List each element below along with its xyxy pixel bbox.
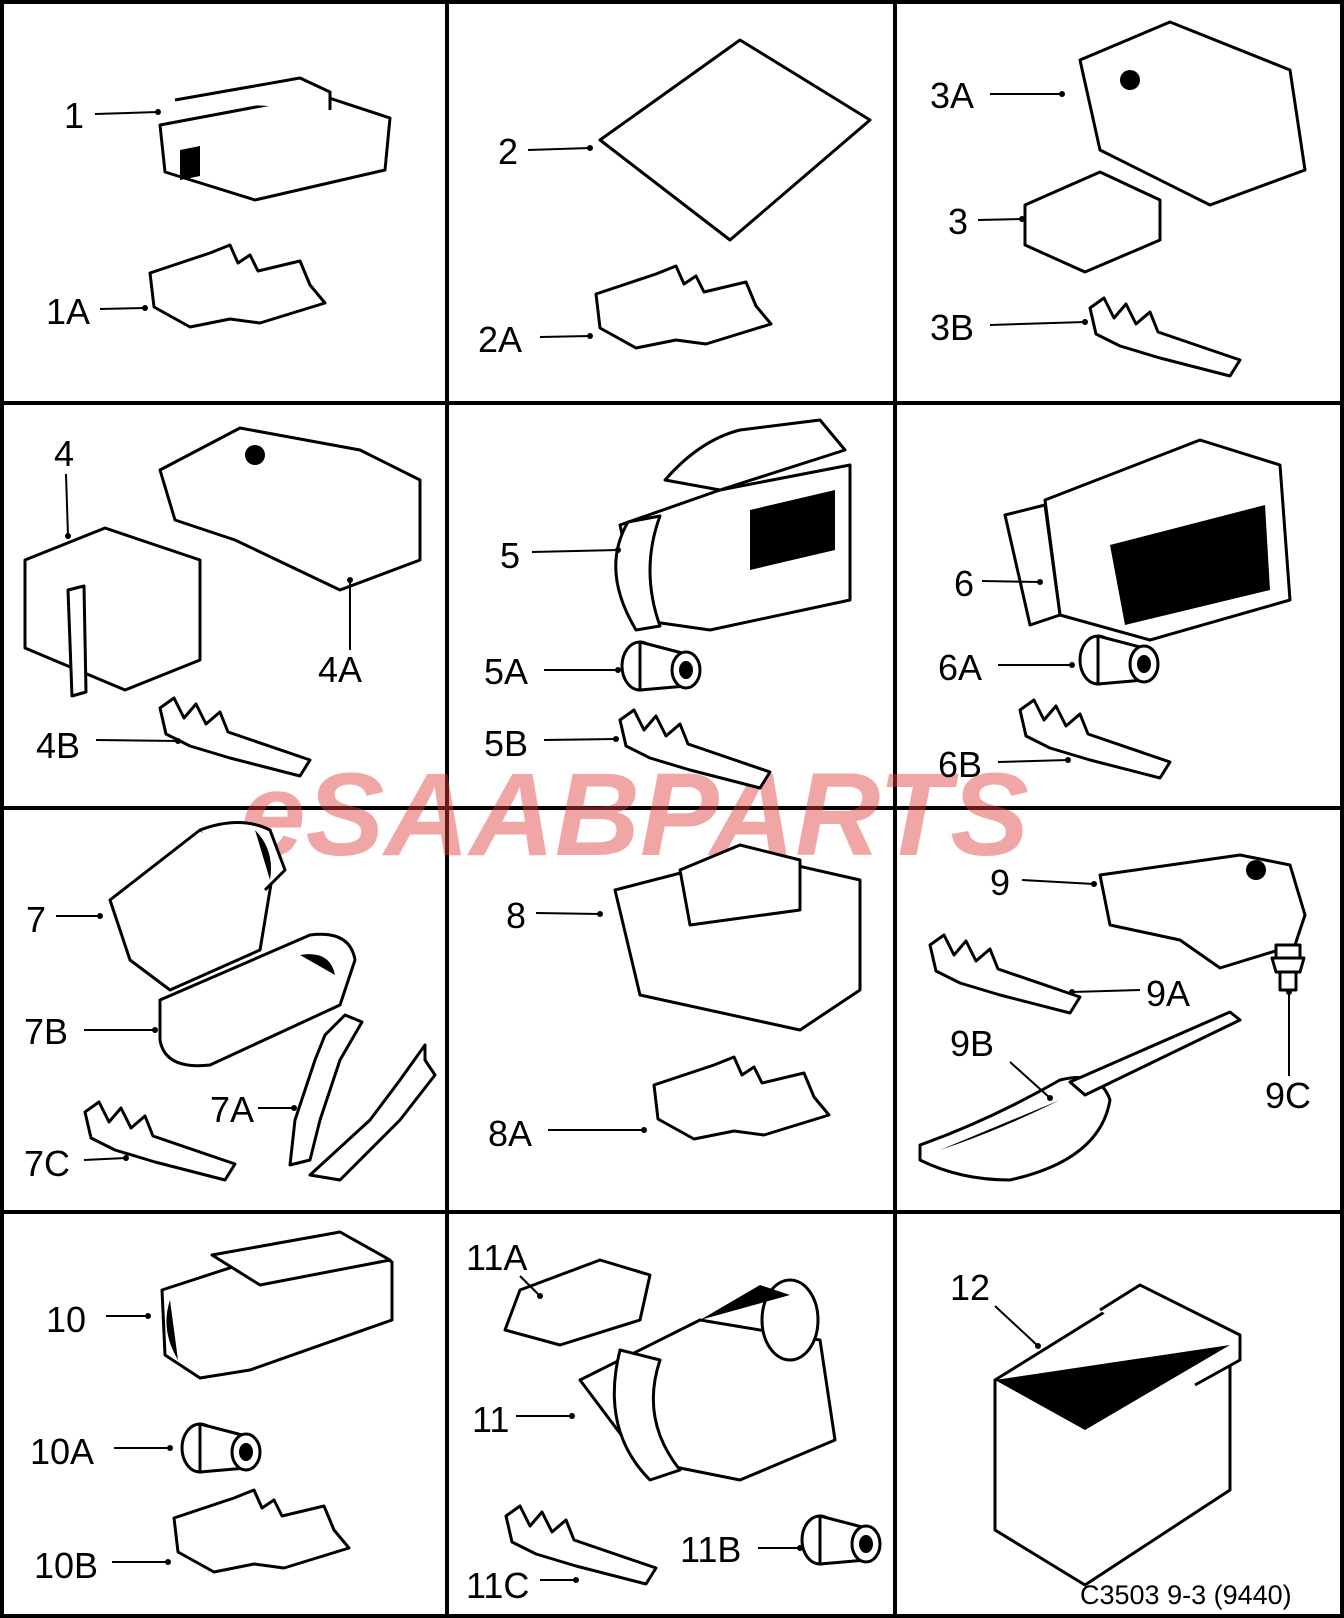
label-2a: 2A	[478, 319, 522, 360]
label-10: 10	[46, 1299, 86, 1340]
label-6b: 6B	[938, 744, 982, 785]
part-10-connector-icon	[160, 1230, 394, 1380]
label-11b: 11B	[680, 1529, 741, 1570]
part-8-connector-icon	[613, 843, 862, 1032]
part-9b-cover-icon	[918, 1010, 1258, 1182]
label-7a: 7A	[210, 1089, 254, 1130]
part-9-connector-icon	[1098, 853, 1307, 970]
part-6-connector-icon	[1003, 438, 1292, 642]
label-8a: 8A	[488, 1113, 532, 1154]
label-11c: 11C	[466, 1565, 529, 1606]
part-7a-lock-icon	[288, 1013, 437, 1182]
label-5: 5	[500, 535, 520, 576]
label-10b: 10B	[34, 1545, 98, 1586]
part-1-connector-icon	[158, 76, 392, 202]
label-1a: 1A	[46, 291, 90, 332]
part-6b-terminal-icon	[1018, 698, 1172, 780]
label-9: 9	[990, 862, 1010, 903]
label-6a: 6A	[938, 647, 982, 688]
figure-code: C3503 9-3 (9440)	[1080, 1580, 1292, 1610]
label-9c: 9C	[1265, 1075, 1311, 1116]
label-1: 1	[64, 95, 84, 136]
part-11b-seal-icon	[800, 1514, 882, 1566]
label-9b: 9B	[950, 1023, 994, 1064]
label-5a: 5A	[484, 651, 528, 692]
part-7-connector-icon	[108, 821, 287, 992]
part-8a-terminal-icon	[652, 1055, 831, 1141]
label-4b: 4B	[36, 725, 80, 766]
part-10a-seal-icon	[180, 1422, 262, 1474]
label-3a: 3A	[930, 75, 974, 116]
part-11-connector-icon	[578, 1278, 837, 1482]
part-1a-terminal-icon	[148, 243, 327, 329]
part-3a-connector-icon	[1078, 20, 1307, 207]
part-4-connector-icon	[23, 526, 202, 698]
label-2: 2	[498, 131, 518, 172]
label-9a: 9A	[1146, 973, 1190, 1014]
label-5b: 5B	[484, 723, 528, 764]
label-11a: 11A	[466, 1237, 527, 1278]
label-10a: 10A	[30, 1431, 94, 1472]
label-4a: 4A	[318, 649, 362, 690]
label-6: 6	[954, 563, 974, 604]
label-3b: 3B	[930, 307, 974, 348]
part-3b-terminal-icon	[1088, 296, 1242, 378]
part-2-connector-icon	[598, 38, 872, 245]
label-3: 3	[948, 201, 968, 242]
label-8: 8	[506, 895, 526, 936]
part-5a-seal-icon	[620, 640, 702, 692]
part-7b-cover-icon	[158, 932, 357, 1068]
label-7b: 7B	[24, 1011, 68, 1052]
label-4: 4	[54, 433, 74, 474]
watermark-text: eSAABPARTS	[240, 749, 1029, 881]
part-3-connector-icon	[1023, 170, 1162, 274]
part-10b-terminal-icon	[172, 1488, 351, 1574]
part-5-connector-icon	[614, 418, 852, 632]
part-4b-terminal-icon	[158, 696, 312, 778]
label-7: 7	[26, 899, 46, 940]
part-4a-connector-icon	[158, 426, 422, 592]
label-7c: 7C	[24, 1143, 70, 1184]
part-11a-lock-icon	[503, 1258, 652, 1347]
part-9c-bolt-icon	[1270, 943, 1306, 992]
part-6a-seal-icon	[1078, 634, 1160, 686]
part-2a-terminal-icon	[594, 264, 773, 350]
part-9a-terminal-icon	[928, 933, 1082, 1015]
part-12-connector-icon	[993, 1283, 1242, 1587]
label-12: 12	[950, 1267, 990, 1308]
label-11: 11	[472, 1399, 509, 1440]
